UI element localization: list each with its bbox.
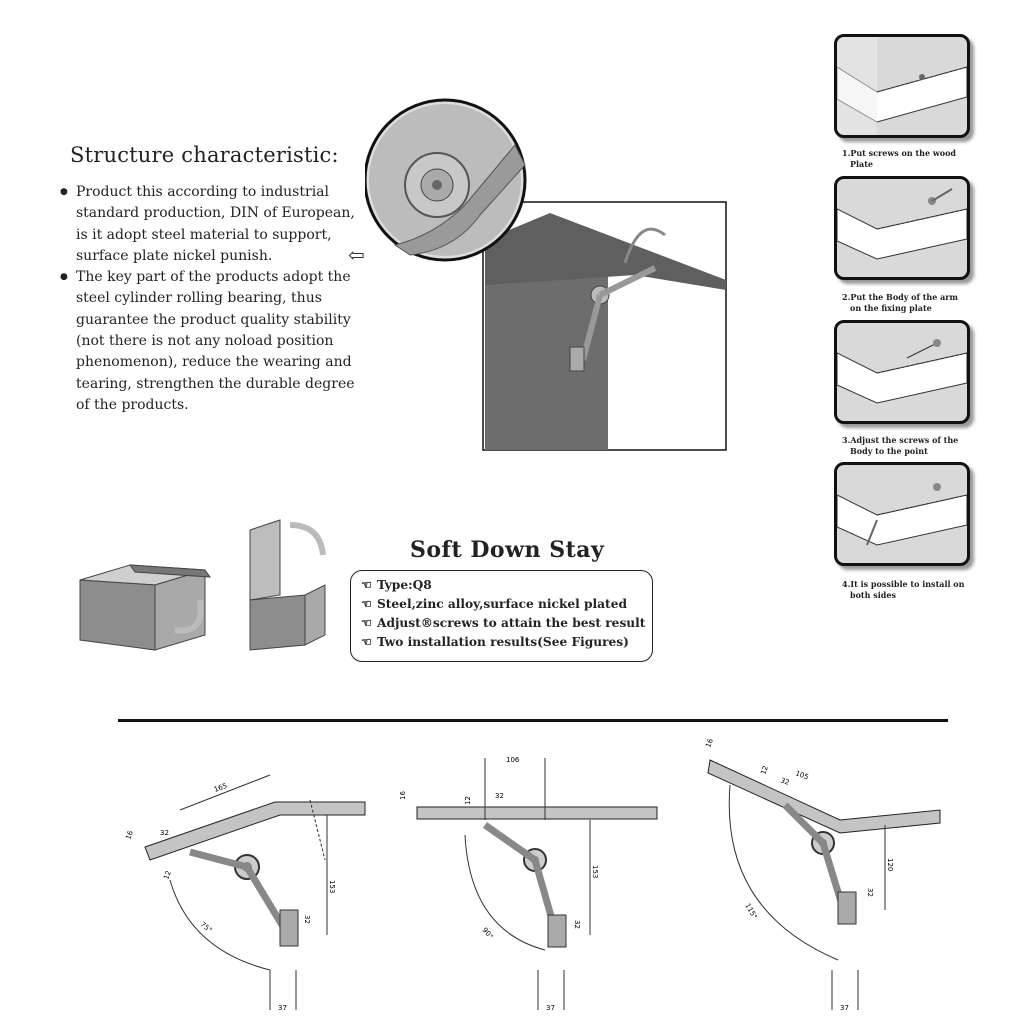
arrow-left-icon: ⇦ — [348, 243, 365, 267]
divider-line — [118, 719, 948, 722]
dim-label: 32 — [160, 829, 169, 837]
structure-bullet-1: Product this according to industrial sta… — [58, 182, 358, 267]
feature-box: ☜ Type:Q8 ☜ Steel,zinc alloy,surface nicke… — [350, 570, 653, 662]
dim-label: 12 — [759, 765, 770, 776]
dim-label: 37 — [840, 1004, 849, 1012]
dim-label: 16 — [124, 829, 135, 841]
feature-row: ☜ Steel,zinc alloy,surface nickel plated — [361, 595, 652, 614]
feature-text: Steel,zinc alloy,surface nickel plated — [377, 597, 627, 611]
step-panel-3 — [834, 320, 970, 424]
rotate-arrow-a — [174, 599, 204, 634]
dim-label: 12 — [162, 870, 173, 881]
arm-upper — [598, 265, 657, 298]
dim-label: 37 — [546, 1004, 555, 1012]
dim-label: 32 — [495, 792, 504, 800]
dim-label: 16 — [399, 791, 407, 800]
small-cabinets-illustration — [79, 519, 326, 651]
dim-label: 32 — [573, 920, 581, 929]
dim-label: 32 — [303, 915, 311, 924]
dimension-drawings: 165 32 153 32 37 75° 16 12 106 32 153 32… — [124, 737, 941, 1012]
structure-bullet-2: The key part of the products adopt the s… — [58, 267, 358, 416]
feature-text: Adjust®screws to attain the best result — [377, 616, 646, 630]
dim-label: 153 — [328, 880, 336, 893]
pointer-icon: ☜ — [361, 578, 372, 592]
zoom-bearing-center — [432, 180, 442, 190]
pointer-icon: ☜ — [361, 616, 372, 630]
step-panel-1 — [834, 34, 970, 138]
dim-label: 105 — [794, 769, 809, 781]
dim-label: 32 — [779, 776, 790, 787]
gas-spring — [623, 227, 666, 264]
cabinet-side — [485, 270, 608, 450]
feature-text: Type:Q8 — [377, 578, 432, 592]
feature-row: ☜ Type:Q8 — [361, 576, 652, 595]
cabinet-b-lid — [249, 519, 281, 601]
rotate-arrow-b — [289, 522, 326, 556]
cabinet-b-front — [249, 594, 306, 651]
structure-bullet-list: Product this according to industrial sta… — [58, 182, 358, 416]
pointer-icon: ☜ — [361, 597, 372, 611]
cabinet-a-front — [79, 579, 156, 651]
dimension-drawing-1: 165 32 153 32 37 75° 16 12 — [124, 774, 366, 1012]
feature-row: ☜ Adjust®screws to attain the best result — [361, 614, 652, 633]
step-panel-2 — [834, 176, 970, 280]
dim-label: 16 — [704, 737, 715, 749]
dim-label: 32 — [866, 888, 874, 897]
cabinet-b-side — [304, 584, 326, 646]
dim-label: 12 — [464, 796, 472, 805]
step-panel-4 — [834, 462, 970, 566]
product-title: Soft Down Stay — [410, 537, 605, 563]
dim-label: 120 — [886, 858, 894, 871]
arm-lower — [580, 294, 603, 361]
arm-base — [569, 346, 585, 372]
feature-row: ☜ Two installation results(See Figures) — [361, 633, 652, 652]
dimension-drawing-2: 106 32 153 32 37 90° 16 12 — [399, 756, 658, 1012]
cabinet-lid — [485, 213, 726, 290]
structure-title: Structure characteristic: — [70, 143, 339, 167]
pointer-icon: ☜ — [361, 635, 372, 649]
dim-label: 75° — [199, 920, 214, 934]
dim-label: 90° — [480, 926, 494, 941]
cabinet-a-lid — [128, 564, 212, 578]
dim-label: 153 — [591, 865, 599, 878]
feature-text: Two installation results(See Figures) — [377, 635, 629, 649]
zoom-arm — [393, 144, 526, 256]
dim-label: 37 — [278, 1004, 287, 1012]
dimension-drawing-3: 105 32 120 32 37 115° 16 12 — [704, 737, 941, 1012]
dim-label: 106 — [506, 756, 520, 764]
dim-label: 115° — [743, 902, 758, 921]
cabinet-illustration — [365, 98, 727, 451]
